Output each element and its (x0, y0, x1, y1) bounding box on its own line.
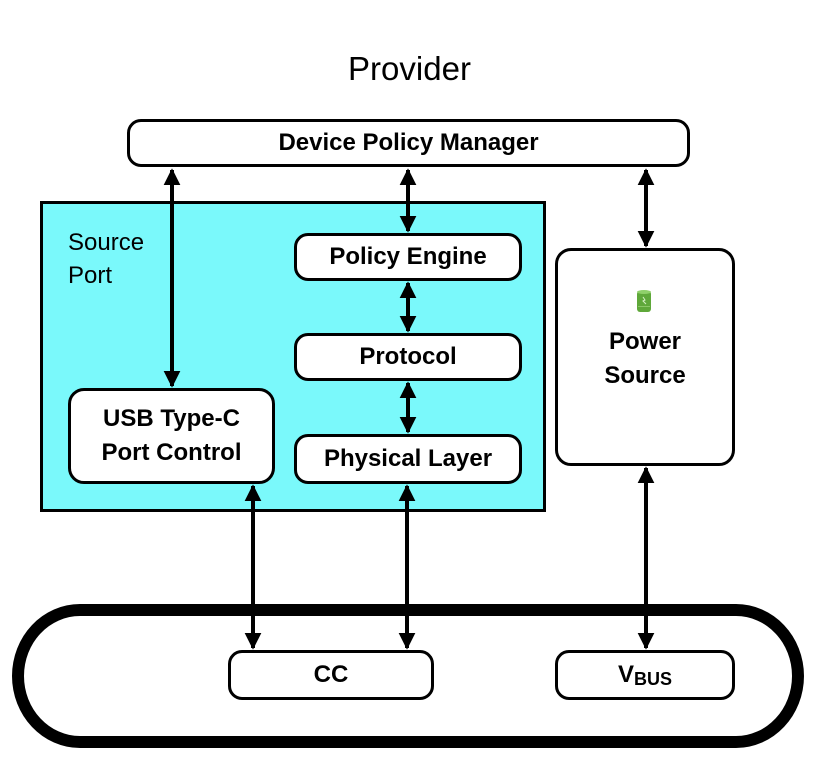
cc-block: CC (228, 650, 434, 700)
diagram-title: Provider (348, 50, 471, 87)
vbus-label-subscript: BUS (634, 669, 673, 690)
protocol-label: Protocol (359, 343, 457, 371)
protocol-block: Protocol (294, 333, 522, 381)
source-port-label: Source Port (68, 226, 144, 292)
vbus-label: VBUS (618, 658, 672, 692)
power-source-block: Power Source (555, 248, 735, 466)
source-port-label-line2: Port (68, 262, 113, 290)
policy-engine-block: Policy Engine (294, 233, 522, 281)
usb-type-c-label-line1: USB Type-C (103, 405, 240, 433)
source-port-label-line1: Source (68, 229, 145, 256)
usb-type-c-port-control-block: USB Type-C Port Control (68, 388, 275, 484)
physical-layer-label: Physical Layer (323, 445, 493, 473)
battery-icon (637, 290, 651, 312)
device-policy-manager-label: Device Policy Manager (278, 129, 539, 157)
power-source-label-line2: Source (604, 361, 686, 389)
policy-engine-label: Policy Engine (329, 243, 487, 271)
device-policy-manager-block: Device Policy Manager (127, 119, 690, 167)
vbus-label-main: V (617, 661, 634, 689)
power-source-label-line1: Power (608, 328, 682, 355)
physical-layer-block: Physical Layer (294, 434, 522, 484)
cc-label: CC (313, 661, 349, 689)
usb-type-c-label-line2: Port Control (101, 439, 242, 466)
vbus-block: VBUS (555, 650, 735, 700)
